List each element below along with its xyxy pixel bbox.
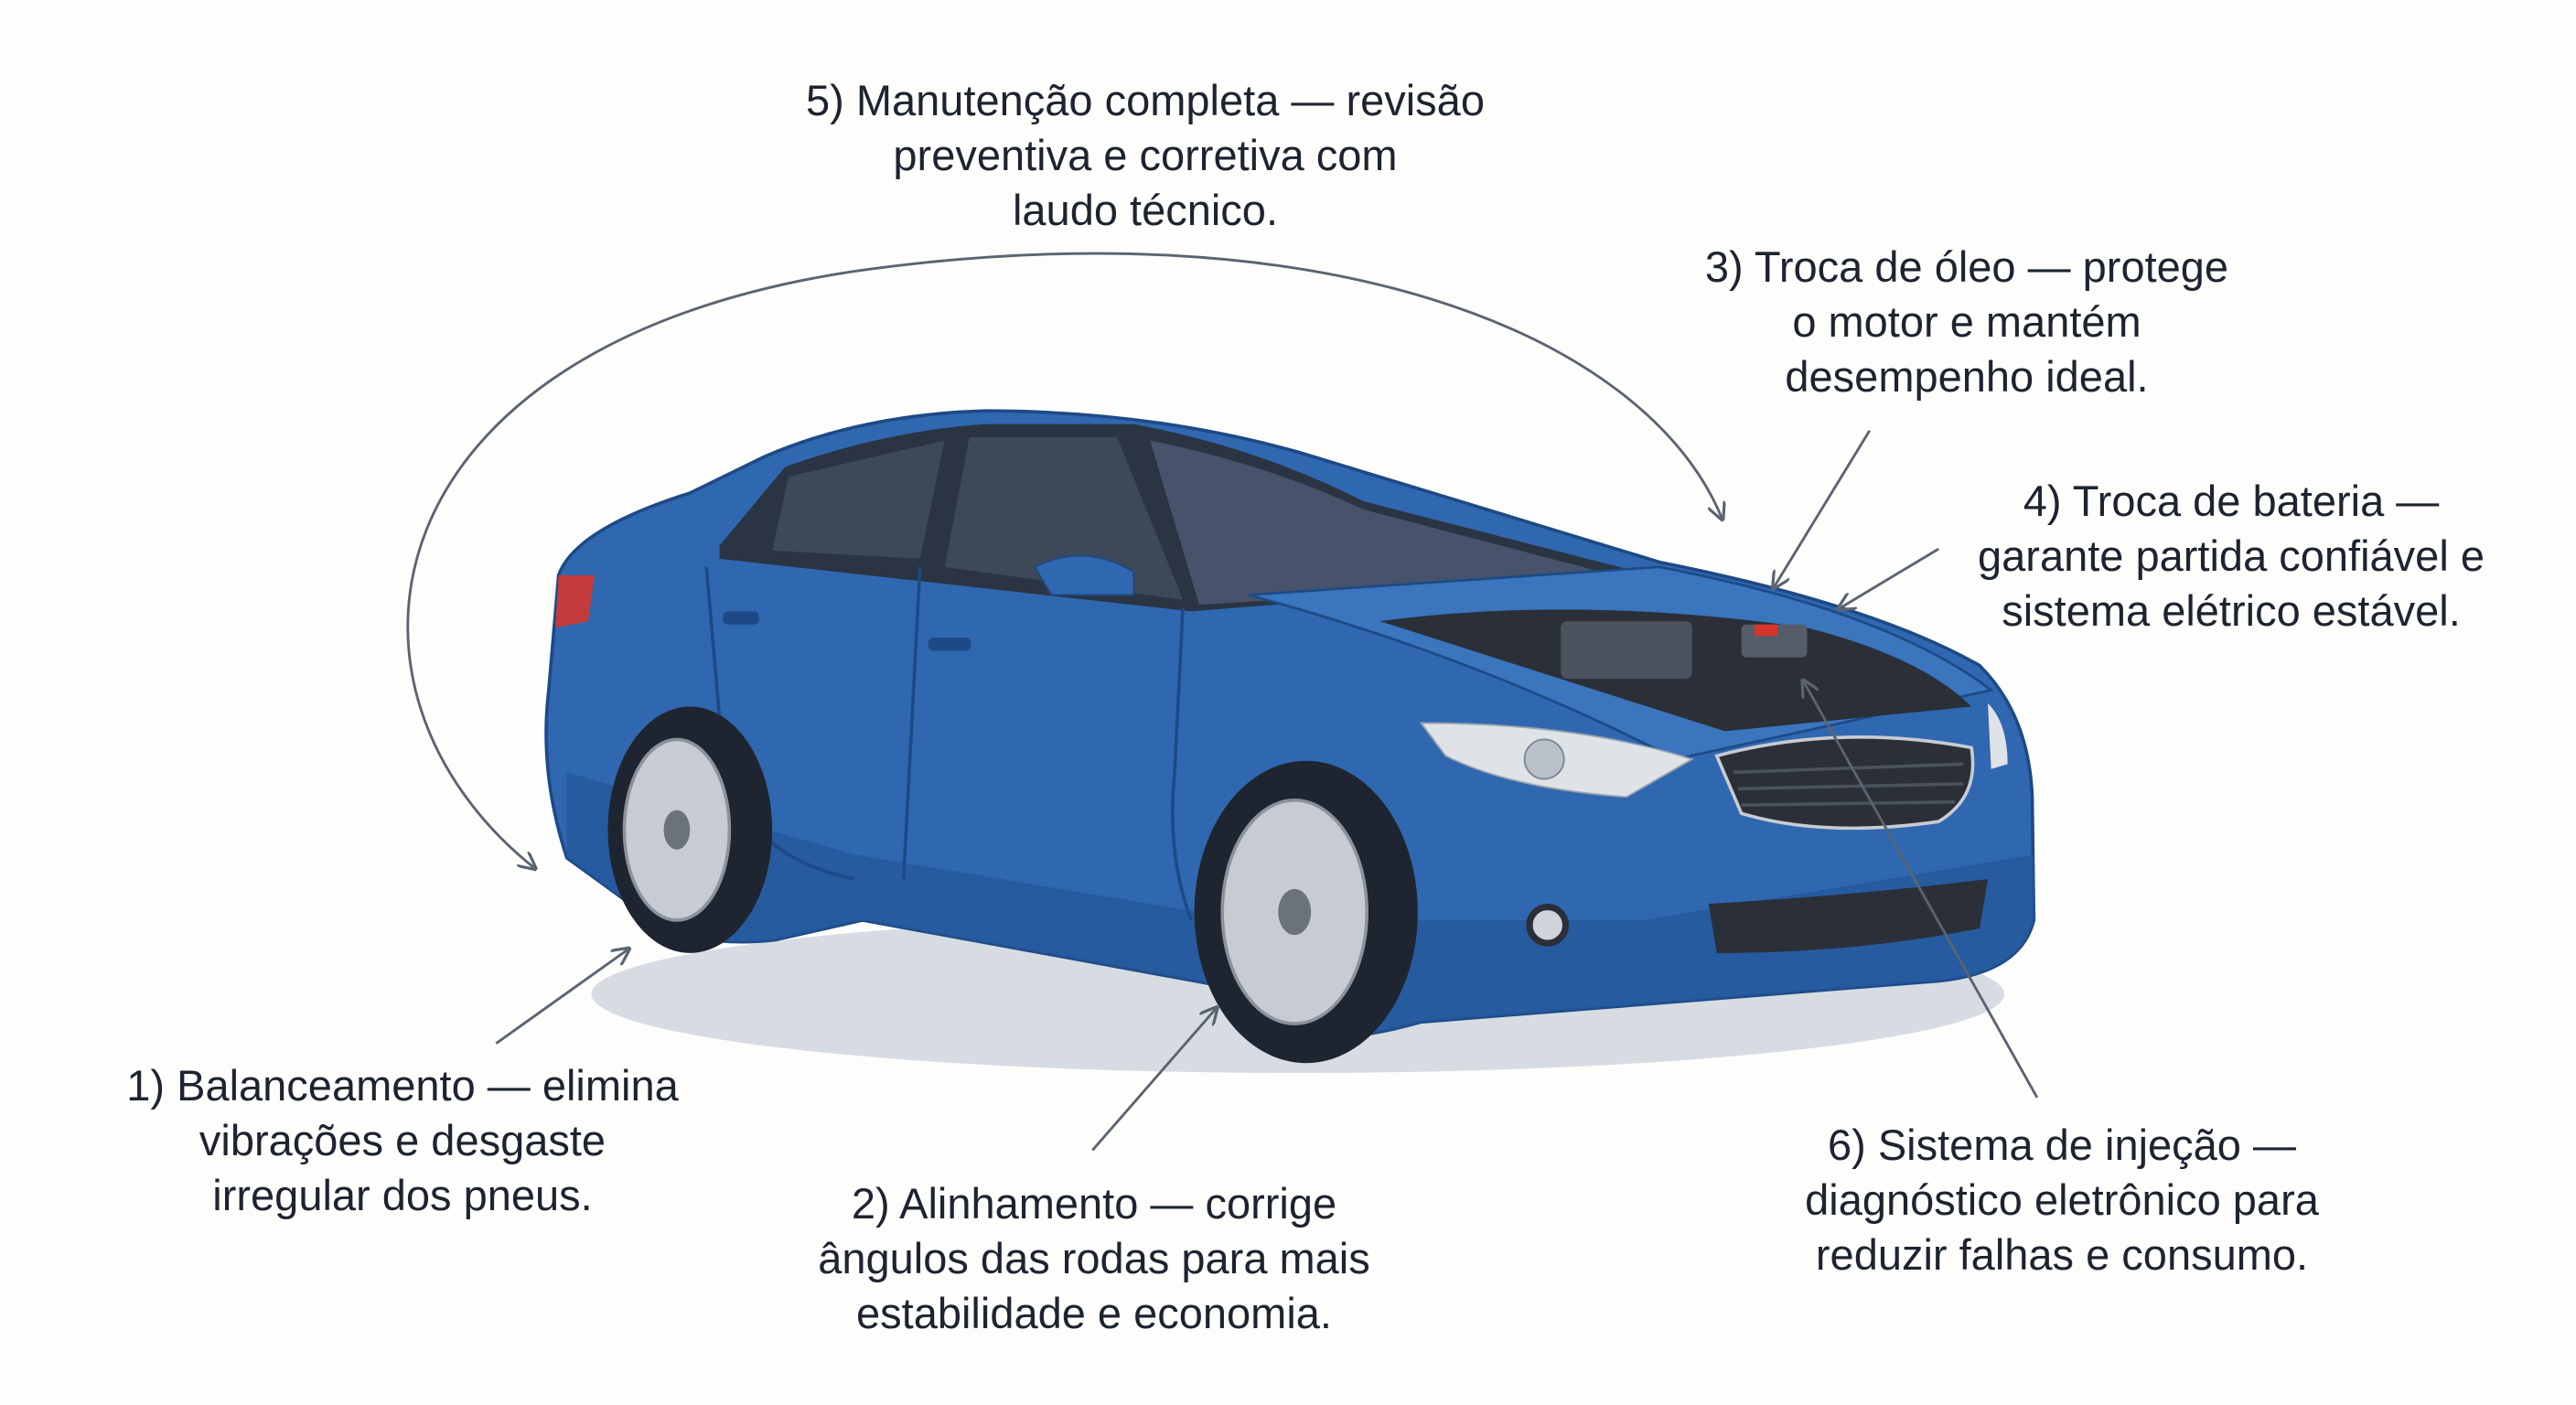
arrow-manutencao [406,252,1722,867]
arrow-injecao [1804,682,2039,1099]
label-line: 5) Manutenção completa — revisão [806,76,1485,124]
label-manutencao: 5) Manutenção completa — revisão prevent… [779,73,1511,238]
arrow-alinhamento [1091,1009,1216,1152]
label-bateria: 4) Troca de bateria — garante partida co… [1911,474,2551,638]
arrow-balanceamento [495,949,628,1045]
label-line: preventiva e corretiva com [893,131,1398,179]
label-line: laudo técnico. [1012,186,1279,234]
front-wheel [1194,760,1418,1064]
arrow-bateria [1840,547,1939,608]
arrow-oleo [1775,430,1871,587]
rear-wheel [607,706,773,953]
label-line: desempenho ideal. [1785,352,2149,401]
label-line: 4) Troca de bateria — [2023,477,2440,525]
label-line: reduzir falhas e consumo. [1815,1230,2309,1279]
label-line: 1) Balanceamento — elimina [126,1061,679,1110]
label-line: estabilidade e economia. [856,1289,1332,1337]
label-injecao: 6) Sistema de injeção — diagnóstico elet… [1742,1118,2382,1282]
label-line: ângulos das rodas para mais [818,1234,1370,1282]
label-line: vibrações e desgaste [199,1116,606,1164]
label-oleo: 3) Troca de óleo — protege o motor e man… [1647,240,2287,404]
label-line: 3) Troca de óleo — protege [1704,242,2229,291]
label-balanceamento: 1) Balanceamento — elimina vibrações e d… [82,1058,723,1223]
label-line: diagnóstico eletrônico para [1805,1175,2319,1224]
label-line: 2) Alinhamento — corrige [851,1179,1337,1228]
label-line: sistema elétrico estável. [2002,586,2461,635]
label-line: irregular dos pneus. [212,1171,593,1219]
label-line: garante partida confiável e [1978,531,2485,580]
grille [1714,735,1975,831]
label-line: 6) Sistema de injeção — [1827,1121,2297,1169]
label-line: o motor e mantém [1792,297,2141,346]
label-alinhamento: 2) Alinhamento — corrige ângulos das rod… [774,1176,1414,1341]
